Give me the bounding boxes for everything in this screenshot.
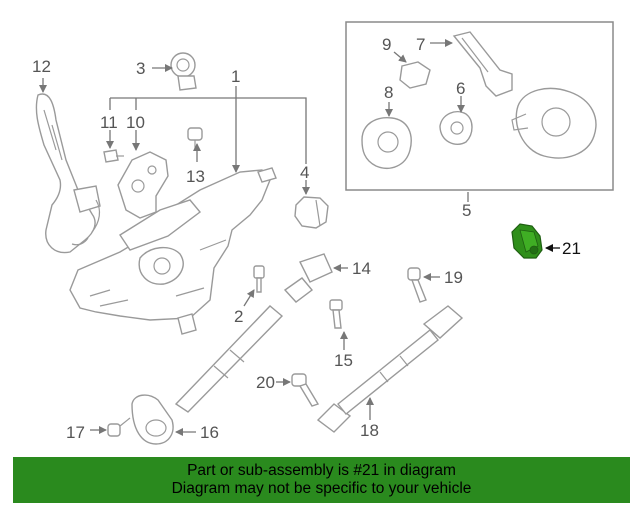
part-9-drawing bbox=[399, 61, 431, 89]
info-banner: Part or sub-assembly is #21 in diagram D… bbox=[13, 457, 630, 503]
callout-labels: 1 2 3 4 5 6 7 8 9 10 11 12 13 14 15 16 1… bbox=[32, 35, 581, 442]
part-10-drawing bbox=[117, 151, 169, 219]
callout-4: 4 bbox=[300, 163, 309, 182]
part-21-highlighted bbox=[511, 223, 543, 259]
part-11-drawing bbox=[103, 149, 124, 163]
callout-15: 15 bbox=[334, 351, 353, 370]
callout-3: 3 bbox=[136, 59, 145, 78]
callout-5: 5 bbox=[462, 201, 471, 220]
part-4-drawing bbox=[294, 196, 329, 229]
part-14-drawing bbox=[174, 253, 333, 413]
part-2-drawing bbox=[253, 265, 265, 293]
banner-line-2: Diagram may not be specific to your vehi… bbox=[171, 480, 472, 497]
callout-13: 13 bbox=[186, 167, 205, 186]
part-17-drawing bbox=[107, 417, 131, 437]
subassembly-box-5 bbox=[345, 21, 614, 191]
part-8-drawing bbox=[361, 117, 412, 169]
part-15-drawing bbox=[329, 299, 343, 329]
part-3-drawing bbox=[170, 52, 197, 91]
callout-16: 16 bbox=[200, 423, 219, 442]
callout-12: 12 bbox=[32, 57, 51, 76]
leader-lines bbox=[39, 39, 560, 436]
callout-10: 10 bbox=[126, 113, 145, 132]
callout-14: 14 bbox=[352, 259, 371, 278]
part-20-drawing bbox=[291, 373, 320, 407]
callout-6: 6 bbox=[456, 79, 465, 98]
callout-7: 7 bbox=[416, 35, 425, 54]
callout-18: 18 bbox=[360, 421, 379, 440]
callout-19: 19 bbox=[444, 268, 463, 287]
parts-diagram: 1 2 3 4 5 6 7 8 9 10 11 12 13 14 15 16 1… bbox=[32, 21, 614, 445]
clockspring-drawing bbox=[511, 87, 597, 159]
callout-17: 17 bbox=[66, 423, 85, 442]
callout-11: 11 bbox=[100, 113, 118, 132]
part-1-drawing bbox=[69, 167, 277, 335]
callout-8: 8 bbox=[384, 83, 393, 102]
part-16-drawing bbox=[131, 394, 174, 445]
part-12-drawing bbox=[35, 93, 101, 254]
callout-1: 1 bbox=[231, 67, 240, 86]
part-6-drawing bbox=[439, 110, 473, 145]
callout-20: 20 bbox=[256, 373, 275, 392]
callout-2: 2 bbox=[234, 307, 243, 326]
part-13-drawing bbox=[187, 127, 203, 150]
callout-21: 21 bbox=[562, 239, 581, 258]
part-7-drawing bbox=[452, 31, 513, 97]
part-18-drawing bbox=[316, 305, 464, 433]
banner-line-1: Part or sub-assembly is #21 in diagram bbox=[187, 462, 456, 479]
callout-9: 9 bbox=[382, 35, 391, 54]
part-19-drawing bbox=[407, 267, 427, 303]
